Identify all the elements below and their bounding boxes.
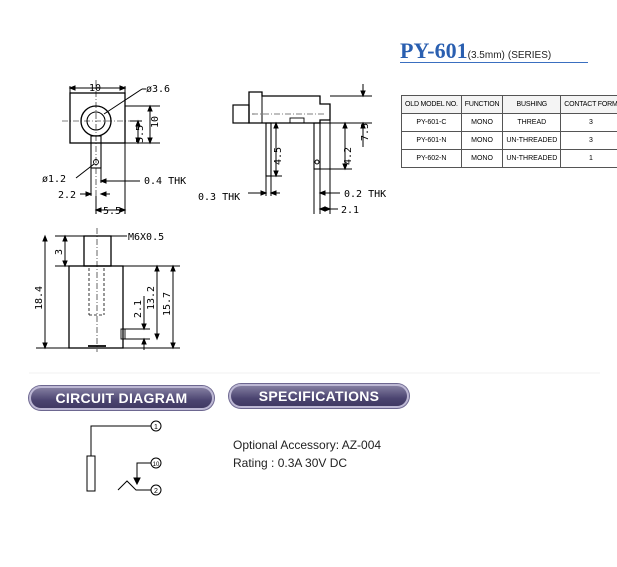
model-size: (3.5mm) bbox=[467, 50, 505, 61]
model-table: OLD MODEL NO. FUNCTION BUSHING CONTACT F… bbox=[401, 95, 617, 168]
circuit-diagram-heading: CIRCUIT DIAGRAM bbox=[29, 386, 214, 410]
table-cell: UN-THREADED bbox=[502, 149, 562, 168]
front-pin bbox=[90, 135, 102, 169]
dim-pin-dia: ø1.2 bbox=[42, 174, 66, 185]
circuit-node-10 bbox=[150, 457, 162, 469]
table-cell: PY-602-N bbox=[401, 149, 462, 168]
front-body bbox=[69, 92, 126, 144]
circuit-node-1-label: 1 bbox=[154, 424, 158, 431]
circuit-wire-10 bbox=[136, 462, 151, 481]
model-name: PY-601 bbox=[400, 38, 468, 63]
dim-thk-0-3: 0.3 THK bbox=[198, 192, 240, 203]
spec-accessory: Optional Accessory: AZ-004 bbox=[233, 438, 382, 452]
dim-bottom-5-5: 5.5 bbox=[103, 206, 121, 217]
bottom-body bbox=[68, 265, 124, 349]
table-row: PY-602-N MONO UN-THREADED 1 bbox=[401, 149, 617, 168]
dim-hole-dia: ø3.6 bbox=[146, 84, 170, 95]
circuit-node-2 bbox=[150, 484, 162, 496]
circuit-sleeve-contact bbox=[86, 455, 96, 492]
dim-thk-0-2: 0.2 THK bbox=[344, 189, 386, 200]
dim-front-width: 10 bbox=[89, 83, 101, 94]
table-header-row: OLD MODEL NO. FUNCTION BUSHING CONTACT F… bbox=[401, 95, 617, 114]
table-cell: 1 bbox=[560, 149, 617, 168]
specifications-heading: SPECIFICATIONS bbox=[229, 384, 409, 408]
circuit-wire-2 bbox=[117, 480, 151, 491]
side-view bbox=[232, 84, 372, 214]
dim-pin-thk: 0.4 THK bbox=[144, 176, 186, 187]
dim-3: 3 bbox=[54, 249, 65, 255]
spec-rating: Rating : 0.3A 30V DC bbox=[233, 456, 348, 470]
dim-pitch-5-5: 5.5 bbox=[135, 125, 146, 143]
side-body bbox=[248, 91, 331, 124]
bottom-bushing bbox=[83, 235, 112, 267]
dim-offset-2-2: 2.2 bbox=[58, 190, 76, 201]
dim-pin-4-2: 4.2 bbox=[343, 147, 354, 165]
dim-height-7-5: 7.5 bbox=[360, 123, 371, 141]
dim-15-7: 15.7 bbox=[162, 292, 173, 316]
dim-18-4: 18.4 bbox=[34, 286, 45, 310]
bottom-view bbox=[36, 228, 180, 352]
circuit-node-2-label: 2 bbox=[154, 488, 158, 495]
circuit-diagram bbox=[86, 420, 162, 496]
product-title: PY-601(3.5mm)(SERIES) bbox=[400, 38, 588, 64]
dim-thread: M6X0.5 bbox=[128, 232, 164, 243]
title-underline bbox=[400, 62, 588, 63]
dim-offset-2-1: 2.1 bbox=[341, 205, 359, 216]
dim-height-10: 10 bbox=[150, 116, 161, 128]
dimension-labels: 10 ø3.6 5.5 10 ø1.2 0.4 THK 2.2 5.5 7.5 … bbox=[34, 83, 386, 495]
circuit-node-10-label: 10 bbox=[153, 462, 160, 468]
front-view bbox=[62, 80, 160, 214]
circuit-node-1 bbox=[150, 420, 162, 432]
header-old-model: OLD MODEL NO. bbox=[401, 95, 462, 114]
dim-13-2: 13.2 bbox=[146, 286, 157, 310]
circuit-wire-1 bbox=[90, 425, 151, 456]
model-series: (SERIES) bbox=[507, 50, 552, 61]
dim-pin-4-5: 4.5 bbox=[273, 147, 284, 165]
dim-2-1: 2.1 bbox=[133, 300, 144, 318]
